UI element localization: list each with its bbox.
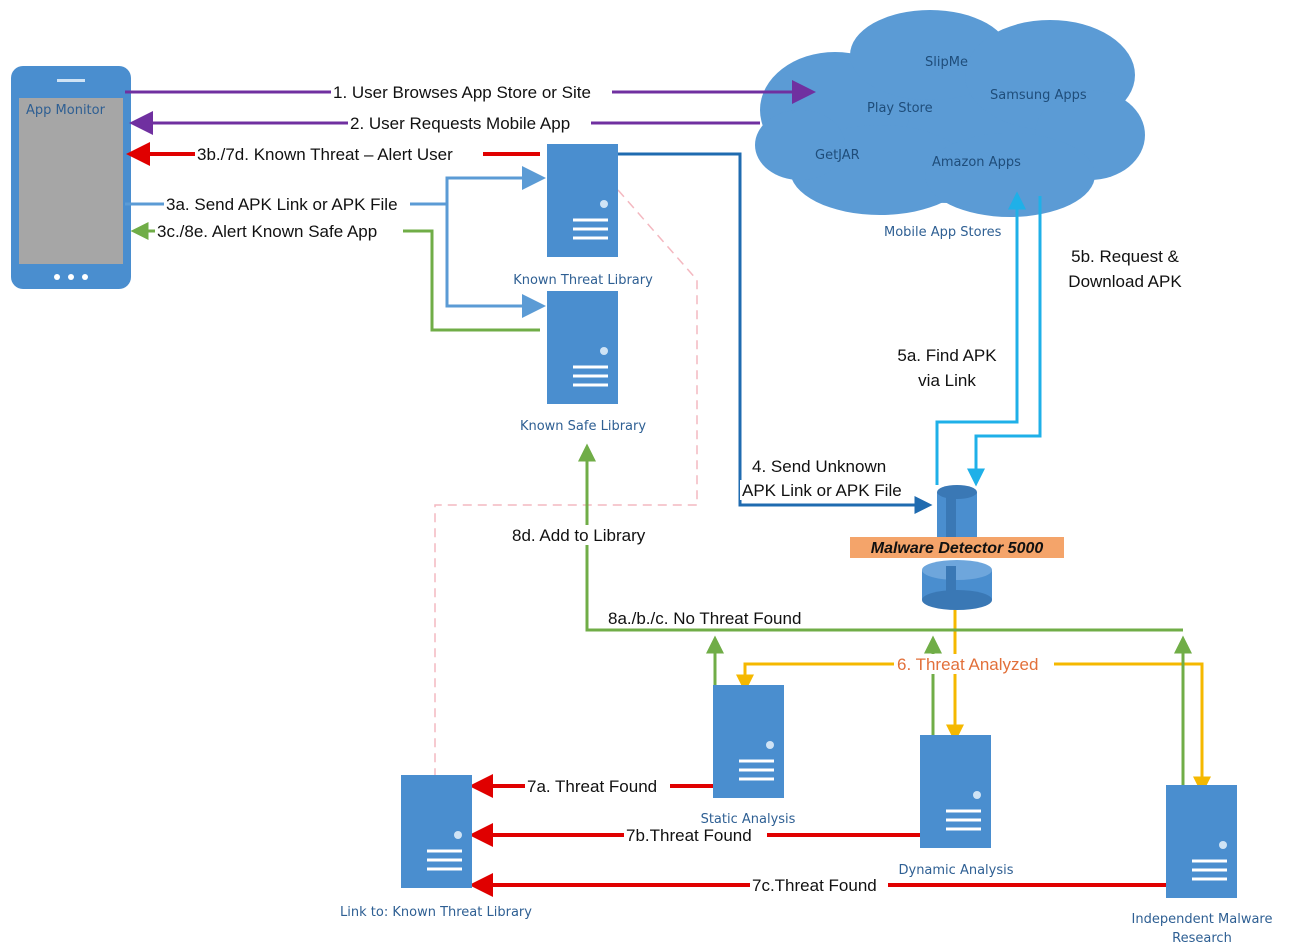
- arrow-6-research: [955, 662, 1211, 795]
- arrow-8abc-line: [578, 443, 1183, 632]
- phone-app-monitor: App Monitor: [11, 66, 131, 289]
- step-6-label: 6. Threat Analyzed: [897, 655, 1038, 674]
- known-threat-library-label: Known Threat Library: [513, 273, 653, 288]
- link-known-threat-label: Link to: Known Threat Library: [340, 905, 532, 920]
- phone-label: App Monitor: [26, 103, 106, 118]
- server-known-safe-library: [547, 291, 618, 404]
- step-2-label: 2. User Requests Mobile App: [350, 114, 570, 133]
- cloud-item-samsung-apps: Samsung Apps: [990, 88, 1087, 103]
- cloud-item-slipme: SlipMe: [925, 55, 968, 70]
- server-independent-research: [1166, 785, 1237, 898]
- arrow-3c: [130, 222, 540, 332]
- step-5b-label-line1: 5b. Request &: [1071, 247, 1179, 266]
- step-3c-label: 3c./8e. Alert Known Safe App: [157, 222, 377, 241]
- independent-research-label-1: Independent Malware: [1132, 912, 1273, 927]
- detector-label-bg: [850, 537, 1064, 558]
- step-4-label-line1: 4. Send Unknown: [752, 457, 886, 476]
- arrow-5a: [935, 191, 1026, 485]
- dashed-link-line: [434, 189, 698, 775]
- known-safe-library-label: Known Safe Library: [520, 419, 646, 434]
- server-known-threat-library: [547, 144, 618, 257]
- server-link-known-threat: [401, 775, 472, 888]
- cloud-item-play-store: Play Store: [867, 101, 933, 116]
- step-5a-label-line2: via Link: [918, 371, 976, 390]
- step-3a-label: 3a. Send APK Link or APK File: [166, 195, 398, 214]
- server-static-analysis: [713, 685, 784, 798]
- step-7a-label: 7a. Threat Found: [527, 777, 657, 796]
- server-dynamic-analysis: [920, 735, 991, 848]
- detector-label: Malware Detector 5000: [871, 540, 1044, 557]
- step-8abc-label: 8a./b./c. No Threat Found: [608, 609, 801, 628]
- dynamic-analysis-label: Dynamic Analysis: [898, 863, 1013, 878]
- step-3b-label: 3b./7d. Known Threat – Alert User: [197, 145, 453, 164]
- static-analysis-label: Static Analysis: [701, 812, 796, 827]
- step-7b-label: 7b.Threat Found: [626, 826, 752, 845]
- step-5a-label-line1: 5a. Find APK: [897, 346, 997, 365]
- step-1-label: 1. User Browses App Store or Site: [333, 83, 591, 102]
- malware-detector-icon: [922, 485, 992, 610]
- arrow-3a-branch: [445, 204, 546, 318]
- arrow-5b: [967, 196, 1042, 487]
- step-8d-label: 8d. Add to Library: [512, 526, 646, 545]
- arrow-6-static: [736, 662, 955, 693]
- cloud-item-getjar: GetJAR: [815, 148, 860, 163]
- step-4-label-line2: APK Link or APK File: [742, 481, 902, 500]
- step-5b-label-line2: Download APK: [1068, 272, 1182, 291]
- app-store-cloud: SlipMe Play Store Samsung Apps GetJAR Am…: [755, 10, 1145, 217]
- cloud-item-amazon-apps: Amazon Apps: [932, 155, 1021, 170]
- step-7c-label: 7c.Threat Found: [752, 876, 877, 895]
- arrow-4: [613, 152, 933, 514]
- independent-research-label-2: Research: [1172, 931, 1232, 946]
- cloud-caption: Mobile App Stores: [884, 225, 1002, 240]
